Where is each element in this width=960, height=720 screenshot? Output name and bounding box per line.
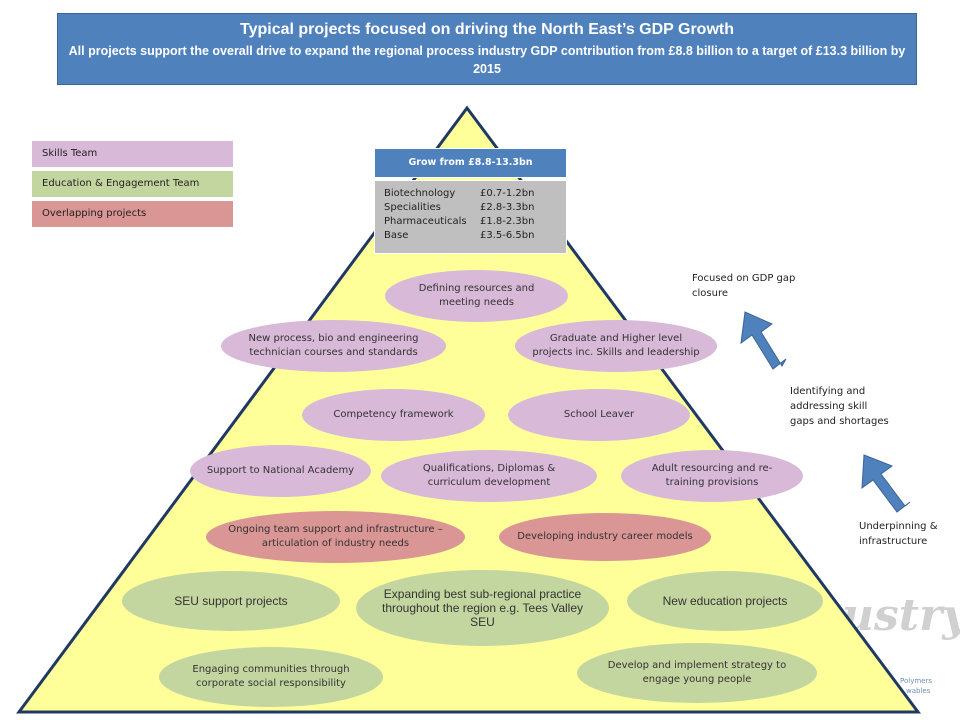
- sector-value: £2.8-3.3bn: [480, 202, 535, 213]
- gdp-row-specialities: Specialities £2.8-3.3bn: [384, 201, 566, 215]
- project-qualifications-diplomas: Qualifications, Diplomas & curriculum de…: [381, 450, 597, 502]
- project-expanding-best-practice: Expanding best sub-regional practice thr…: [356, 570, 609, 646]
- project-engaging-communities: Engaging communities through corporate s…: [159, 647, 383, 707]
- sector-value: £1.8-2.3bn: [480, 216, 535, 227]
- gdp-row-pharmaceuticals: Pharmaceuticals £1.8-2.3bn: [384, 215, 566, 229]
- project-ongoing-team-support: Ongoing team support and infrastructure …: [206, 511, 465, 563]
- watermark-renewables: wables: [906, 687, 931, 695]
- project-seu-support: SEU support projects: [122, 571, 340, 631]
- gdp-row-base: Base £3.5-6.5bn: [384, 229, 566, 243]
- project-new-process-courses: New process, bio and engineering technic…: [221, 320, 446, 372]
- legend-overlapping-projects: Overlapping projects: [32, 201, 233, 227]
- banner-subtitle: All projects support the overall drive t…: [68, 44, 906, 76]
- title-banner: Typical projects focused on driving the …: [57, 13, 917, 85]
- project-graduate-higher-level: Graduate and Higher level projects inc. …: [515, 320, 717, 372]
- sector-name: Pharmaceuticals: [384, 216, 467, 227]
- project-national-academy: Support to National Academy: [190, 445, 371, 497]
- note-skill-gaps: Identifying and addressing skill gaps an…: [790, 386, 889, 427]
- sector-value: £3.5-6.5bn: [480, 230, 535, 241]
- note-underpinning-infrastructure: Underpinning & infrastructure: [859, 521, 938, 547]
- gdp-row-biotechnology: Biotechnology £0.7-1.2bn: [384, 187, 566, 201]
- project-engage-young-people: Develop and implement strategy to engage…: [577, 643, 817, 703]
- industry-watermark: ustry: [842, 590, 960, 641]
- gdp-sector-table: Biotechnology £0.7-1.2bn Specialities £2.8…: [374, 180, 567, 254]
- project-career-models: Developing industry career models: [499, 513, 711, 561]
- watermark-polymers: Polymers: [900, 677, 932, 685]
- legend-education-engagement-team: Education & Engagement Team: [32, 171, 233, 197]
- sector-name: Specialities: [384, 202, 441, 213]
- arrow-upper: [740, 311, 787, 370]
- note-gdp-gap-closure: Focused on GDP gap closure: [692, 273, 796, 299]
- sector-value: £0.7-1.2bn: [480, 188, 535, 199]
- sector-name: Biotechnology: [384, 188, 456, 199]
- banner-title: Typical projects focused on driving the …: [240, 21, 734, 38]
- project-school-leaver: School Leaver: [508, 389, 690, 441]
- gdp-growth-header: Grow from £8.8-13.3bn: [374, 148, 567, 178]
- arrow-lower: [861, 454, 911, 513]
- project-competency-framework: Competency framework: [302, 389, 485, 441]
- project-new-education: New education projects: [627, 571, 823, 631]
- sector-name: Base: [384, 230, 409, 241]
- project-defining-resources: Defining resources and meeting needs: [385, 270, 568, 322]
- project-adult-resourcing: Adult resourcing and re-training provisi…: [621, 450, 803, 502]
- legend-skills-team: Skills Team: [32, 141, 233, 167]
